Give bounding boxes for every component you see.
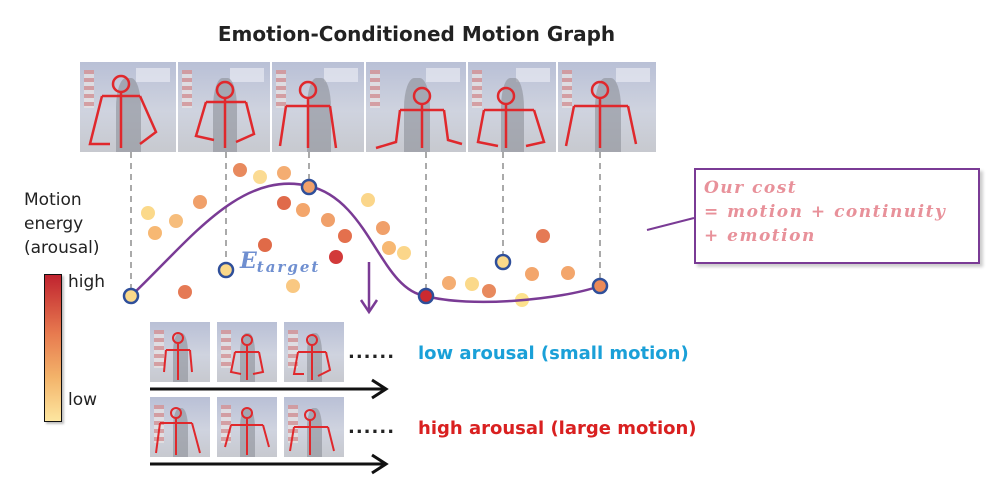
skeleton-overlay [278,80,338,149]
frame-thumbnail [366,62,466,152]
colorbar [44,274,62,422]
selected-node [300,178,318,196]
sequence-thumbnail [217,322,277,382]
sequence-thumbnail [284,322,344,382]
candidate-node [141,206,155,220]
skeleton-overlay [194,80,256,148]
candidate-node [361,193,375,207]
frame-thumbnail [468,62,556,152]
frame-thumbnail [80,62,176,152]
frame-thumbnail [178,62,270,152]
candidate-node [382,241,396,255]
colorbar-low-label: low [68,390,98,410]
cost-line: Our cost [704,178,798,198]
candidate-node [178,285,192,299]
motion-path [130,182,601,304]
frame-thumbnail [558,62,656,152]
candidate-node [525,267,539,281]
candidate-node [561,266,575,280]
sequence-arrow-head [371,378,389,400]
selected-node [417,287,435,305]
candidate-node [277,196,291,210]
cost-connector [646,217,695,231]
candidate-node [253,170,267,184]
candidate-node [277,166,291,180]
candidate-node [286,279,300,293]
selected-node [591,277,609,295]
candidate-node [465,277,479,291]
sequence-thumbnail [217,397,277,457]
candidate-node [338,229,352,243]
ellipsis: ...... [348,342,396,363]
frame-thumbnail [272,62,364,152]
down-arrow [359,262,379,315]
selected-node [494,253,512,271]
sequence-thumbnail [150,322,210,382]
candidate-node [321,213,335,227]
colorbar-high-label: high [68,272,106,292]
candidate-node [169,214,183,228]
skeleton-overlay [564,80,638,148]
candidate-node [193,195,207,209]
diagram-title: Emotion-Conditioned Motion Graph [217,22,616,46]
skeleton-overlay [375,86,463,150]
skeleton-overlay [88,74,158,148]
sequence-arrow-head [371,453,389,475]
selected-node [122,287,140,305]
cost-line: + emotion [704,226,816,246]
target-label: Etarget [240,248,321,276]
low-arousal-label: low arousal (small motion) [418,343,689,364]
candidate-node [482,284,496,298]
high-arousal-label: high arousal (large motion) [418,418,697,439]
y-axis-label: Motion energy (arousal) [24,190,100,258]
guide-lines [130,152,601,296]
candidate-node [442,276,456,290]
candidate-node [376,221,390,235]
cost-line: = motion + continuity [704,202,947,222]
selected-nodes [122,178,609,305]
candidate-node [233,163,247,177]
candidate-node [296,203,310,217]
sequence-thumbnail [150,397,210,457]
candidate-node [148,226,162,240]
candidate-node [536,229,550,243]
sequence-arrows [150,378,389,475]
cost-box: Our cost = motion + continuity + emotion [694,168,980,264]
sequence-thumbnail [284,397,344,457]
candidate-nodes [141,163,575,307]
candidate-node [258,238,272,252]
ellipsis: ...... [348,417,396,438]
skeleton-overlay [476,86,546,148]
candidate-node [397,246,411,260]
candidate-node [329,250,343,264]
selected-node [217,261,235,279]
